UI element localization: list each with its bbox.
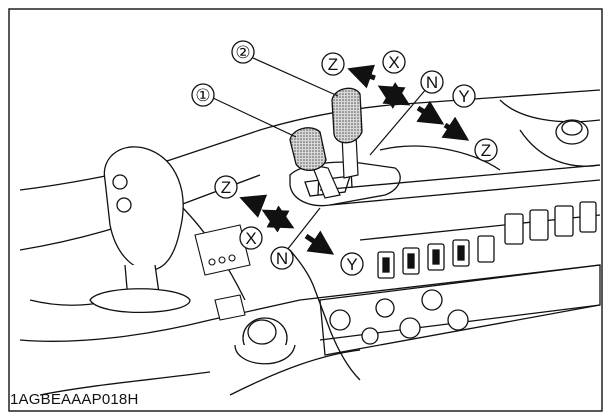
leader-lines	[212, 57, 428, 251]
svg-text:N: N	[426, 73, 438, 92]
lever-1	[289, 127, 341, 199]
callouts: ① ② Z X N Y Z Z	[191, 40, 498, 276]
callout-lower-y: Y	[340, 252, 364, 276]
callout-lower-n: N	[270, 246, 294, 270]
left-control-panel	[194, 224, 251, 321]
callout-lever-2: ②	[231, 40, 255, 64]
arrows-lower	[239, 194, 335, 255]
svg-text:N: N	[276, 249, 288, 268]
callout-upper-y: Y	[452, 84, 476, 108]
callout-lower-x: X	[239, 226, 263, 250]
callout-lever-1: ①	[191, 83, 215, 107]
svg-text:X: X	[245, 229, 256, 248]
throttle-knob	[234, 317, 296, 365]
callout-upper-z: Z	[321, 52, 345, 76]
svg-text:Z: Z	[328, 55, 338, 74]
callout-upper-z-right: Z	[474, 138, 498, 162]
svg-text:①: ①	[195, 86, 210, 105]
callout-lower-z: Z	[214, 175, 238, 199]
svg-text:Y: Y	[458, 87, 469, 106]
svg-text:②: ②	[235, 43, 250, 62]
arrows-upper	[347, 64, 470, 141]
main-shift-lever	[89, 146, 191, 314]
callout-upper-n: N	[420, 70, 444, 94]
figure-id-caption: 1AGBEAAAP018H	[10, 391, 139, 408]
upper-right-knob	[555, 119, 589, 145]
switch-row	[377, 201, 597, 279]
svg-text:Y: Y	[346, 255, 357, 274]
svg-text:Z: Z	[481, 141, 491, 160]
figure-border	[8, 8, 603, 412]
svg-text:X: X	[388, 53, 399, 72]
lever-2	[331, 87, 363, 179]
callout-upper-x: X	[382, 50, 406, 74]
knob-panel	[319, 264, 601, 356]
svg-text:Z: Z	[221, 178, 231, 197]
